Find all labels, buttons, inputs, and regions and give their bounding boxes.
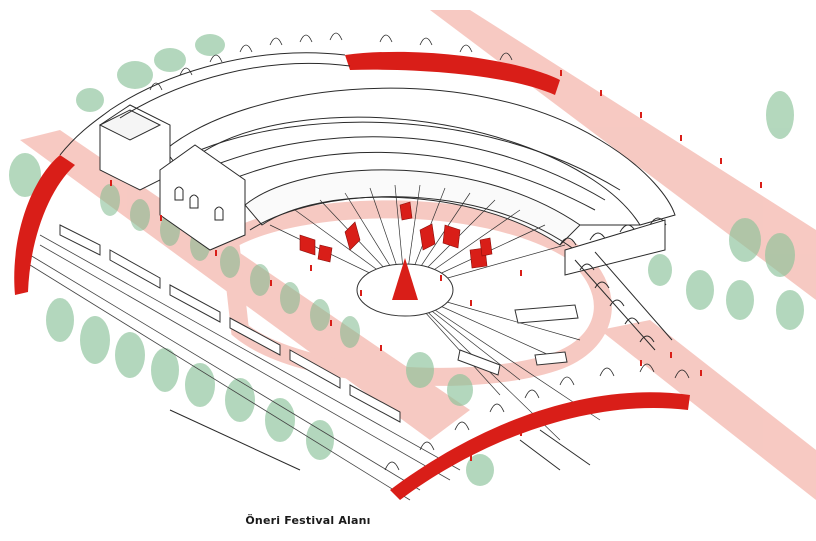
tree-icon <box>648 254 672 286</box>
tree-icon <box>776 290 804 330</box>
tree-icon <box>765 233 795 277</box>
covered-walkway <box>574 251 673 351</box>
person-figure-icon <box>110 70 762 476</box>
tree-icon <box>726 280 754 320</box>
tree-icon <box>766 91 794 139</box>
tree-icon <box>115 332 145 378</box>
platform-lines <box>169 409 591 471</box>
roundhouse-arcade <box>249 196 667 276</box>
caption-text: Öneri Festival Alanı <box>245 514 371 527</box>
tree-icon <box>154 48 186 72</box>
train-car-icon <box>59 224 401 423</box>
figure-caption: Öneri Festival Alanı <box>0 514 816 527</box>
exhibition-panels <box>299 201 493 269</box>
arched-canopy-icon <box>14 109 111 295</box>
train-car-icon <box>457 304 579 376</box>
tree-icon <box>466 454 494 486</box>
tree-icon <box>185 363 215 407</box>
tree-icon <box>117 61 153 89</box>
turntable-plaza <box>356 258 454 317</box>
tree-icon <box>76 88 104 112</box>
tree-icon <box>447 374 473 406</box>
tree-icon <box>686 270 714 310</box>
tree-icon <box>729 218 761 262</box>
tree-icon <box>46 298 74 342</box>
tree-icon <box>151 348 179 392</box>
railway-tree-row <box>100 184 360 348</box>
arched-canopy-icon <box>384 363 690 500</box>
tree-groups <box>9 34 804 486</box>
tree-icon <box>306 420 334 460</box>
tree-icon <box>80 316 110 364</box>
historic-station-buildings <box>98 104 246 251</box>
arched-canopy-icon <box>109 32 560 119</box>
railway-tracks <box>29 234 461 501</box>
tree-icon <box>406 352 434 388</box>
tree-icon <box>225 378 255 422</box>
tree-icon <box>195 34 225 56</box>
tree-icon <box>9 153 41 197</box>
pavilion-cone-icon <box>392 258 418 300</box>
